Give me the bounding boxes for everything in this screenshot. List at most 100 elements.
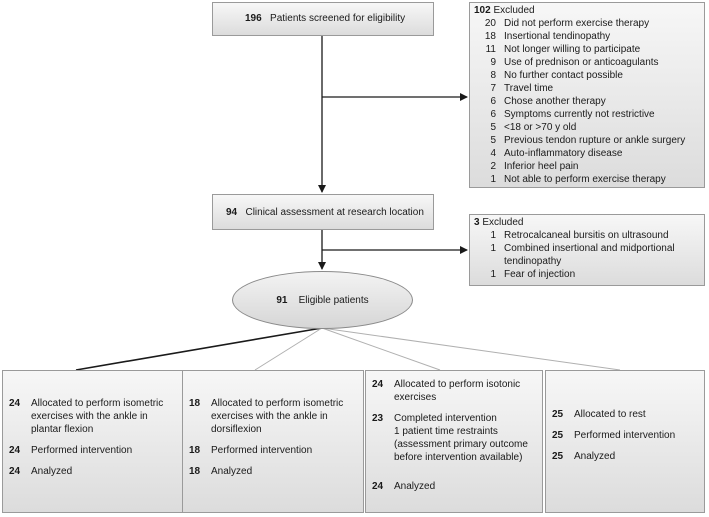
arm-performed-count: 18 [189, 445, 201, 456]
arm-performed-count: 23 [372, 413, 384, 424]
excluded1-label: Excluded [493, 5, 535, 16]
excluded1-item-reason: Use of prednison or anticoagulants [504, 57, 659, 68]
excluded1-item-count: 11 [485, 44, 496, 55]
excluded2-item-reason: Fear of injection [504, 269, 576, 280]
arm-performed-count: 25 [552, 430, 564, 441]
arm-performed: 18 Performed intervention [189, 444, 357, 457]
excluded2-label: Excluded [482, 217, 524, 228]
excluded2-header: 3 Excluded [474, 216, 700, 229]
excluded1-item-reason: Chose another therapy [504, 96, 606, 107]
arm-analyzed-text: Analyzed [574, 451, 616, 462]
arm-analyzed: 18 Analyzed [189, 465, 357, 478]
assessment-count: 94 [226, 207, 238, 218]
excluded2-item-count: 1 [490, 269, 496, 280]
arm-analyzed-text: Analyzed [211, 466, 253, 477]
arm-allocation-text: Allocated to rest [574, 409, 646, 420]
arm-performed-text: Performed intervention [31, 445, 133, 456]
excluded1-item-reason: Auto-inflammatory disease [504, 148, 623, 159]
line-eligible-to-arm2 [254, 327, 323, 371]
excluded1-item-reason: Previous tendon rupture or ankle surgery [504, 135, 686, 146]
arm-performed-count: 24 [9, 445, 21, 456]
excluded1-item-reason: <18 or >70 y old [504, 122, 577, 133]
excluded1-item-count: 2 [490, 161, 496, 172]
excluded1-header: 102 Excluded [474, 4, 700, 17]
arm-allocation-count: 24 [9, 398, 21, 409]
excluded1-item-count: 18 [484, 31, 496, 42]
line-eligible-to-arm4 [321, 327, 621, 371]
arm-performed-text: Performed intervention [211, 445, 313, 456]
arm-allocation: 24 Allocated to perform isometric exercis… [9, 397, 181, 436]
arm-performed: 25 Performed intervention [552, 429, 698, 442]
arm-allocation: 24 Allocated to perform isotonic exercise… [372, 378, 536, 404]
excluded1-item-count: 7 [490, 83, 496, 94]
assessment-box: 94 Clinical assessment at research locat… [212, 194, 434, 230]
eligible-count: 91 [276, 294, 288, 306]
excluded1-item-reason: Not able to perform exercise therapy [504, 174, 666, 185]
excluded1-item-reason: Insertional tendinopathy [504, 31, 611, 42]
excluded1-item: 1 Not able to perform exercise therapy [474, 173, 700, 186]
arm-analyzed-text: Analyzed [394, 481, 436, 492]
excluded1-item-reason: Inferior heel pain [504, 161, 579, 172]
excluded2-item-reason: Combined insertional and midportional te… [504, 243, 675, 267]
excluded2-count: 3 [474, 217, 480, 228]
arm-box-3: 24 Allocated to perform isotonic exercise… [365, 370, 543, 513]
excluded1-item-count: 4 [490, 148, 496, 159]
arm-box-1: 24 Allocated to perform isometric exercis… [2, 370, 188, 513]
excluded1-item-count: 6 [490, 109, 496, 120]
excluded1-item: 20 Did not perform exercise therapy [474, 17, 700, 30]
arm-analyzed-count: 24 [372, 481, 384, 492]
excluded2-item-count: 1 [490, 243, 496, 254]
excluded2-item: 1 Fear of injection [474, 268, 700, 281]
line-eligible-to-arm3 [321, 327, 441, 371]
arm-analyzed-count: 18 [189, 466, 201, 477]
excluded1-count: 102 [474, 5, 491, 16]
excluded-box-assessment: 3 Excluded 1 Retrocalcaneal bursitis on u… [469, 214, 705, 286]
eligible-label: Eligible patients [298, 294, 369, 306]
arm-analyzed-count: 25 [552, 451, 564, 462]
excluded1-item-count: 6 [490, 96, 496, 107]
excluded1-item-count: 8 [490, 70, 496, 81]
arm-analyzed: 24 Analyzed [372, 480, 536, 493]
arm-analyzed-text: Analyzed [31, 466, 73, 477]
excluded1-item-count: 9 [490, 57, 496, 68]
line-eligible-to-arm1 [75, 327, 323, 371]
excluded1-item: 8 No further contact possible [474, 69, 700, 82]
assessment-label: Clinical assessment at research location [245, 207, 424, 218]
excluded1-item: 18 Insertional tendinopathy [474, 30, 700, 43]
excluded1-item: 5<18 or >70 y old [474, 121, 700, 134]
excluded1-item: 7 Travel time [474, 82, 700, 95]
arm-performed-text: Performed intervention [574, 430, 676, 441]
arm-allocation-count: 18 [189, 398, 201, 409]
excluded1-item: 9 Use of prednison or anticoagulants [474, 56, 700, 69]
arm-analyzed: 25 Analyzed [552, 450, 698, 463]
excluded1-item-reason: Travel time [504, 83, 554, 94]
arm-allocation-count: 24 [372, 379, 384, 390]
screened-count: 196 [245, 13, 262, 24]
excluded2-item-reason: Retrocalcaneal bursitis on ultrasound [504, 230, 669, 241]
arm-allocation-text: Allocated to perform isotonic exercises [394, 379, 521, 403]
screened-box: 196 Patients screened for eligibility [212, 2, 434, 36]
eligible-ellipse: 91 Eligible patients [232, 271, 413, 329]
excluded1-item: 4 Auto-inflammatory disease [474, 147, 700, 160]
excluded1-item-count: 20 [484, 18, 496, 29]
excluded1-item-count: 1 [490, 174, 496, 185]
arm-performed: 24 Performed intervention [9, 444, 181, 457]
excluded2-item: 1 Retrocalcaneal bursitis on ultrasound [474, 229, 700, 242]
arm-allocation-text: Allocated to perform isometric exercises… [31, 398, 164, 435]
arm-box-2: 18 Allocated to perform isometric exercis… [182, 370, 364, 513]
excluded1-item-count: 5 [490, 135, 496, 146]
arm-allocation-text: Allocated to perform isometric exercises… [211, 398, 344, 435]
excluded1-item-reason: No further contact possible [504, 70, 623, 81]
excluded2-item: 1 Combined insertional and midportional t… [474, 242, 700, 268]
excluded2-item-count: 1 [490, 230, 496, 241]
excluded1-item-reason: Did not perform exercise therapy [504, 18, 650, 29]
